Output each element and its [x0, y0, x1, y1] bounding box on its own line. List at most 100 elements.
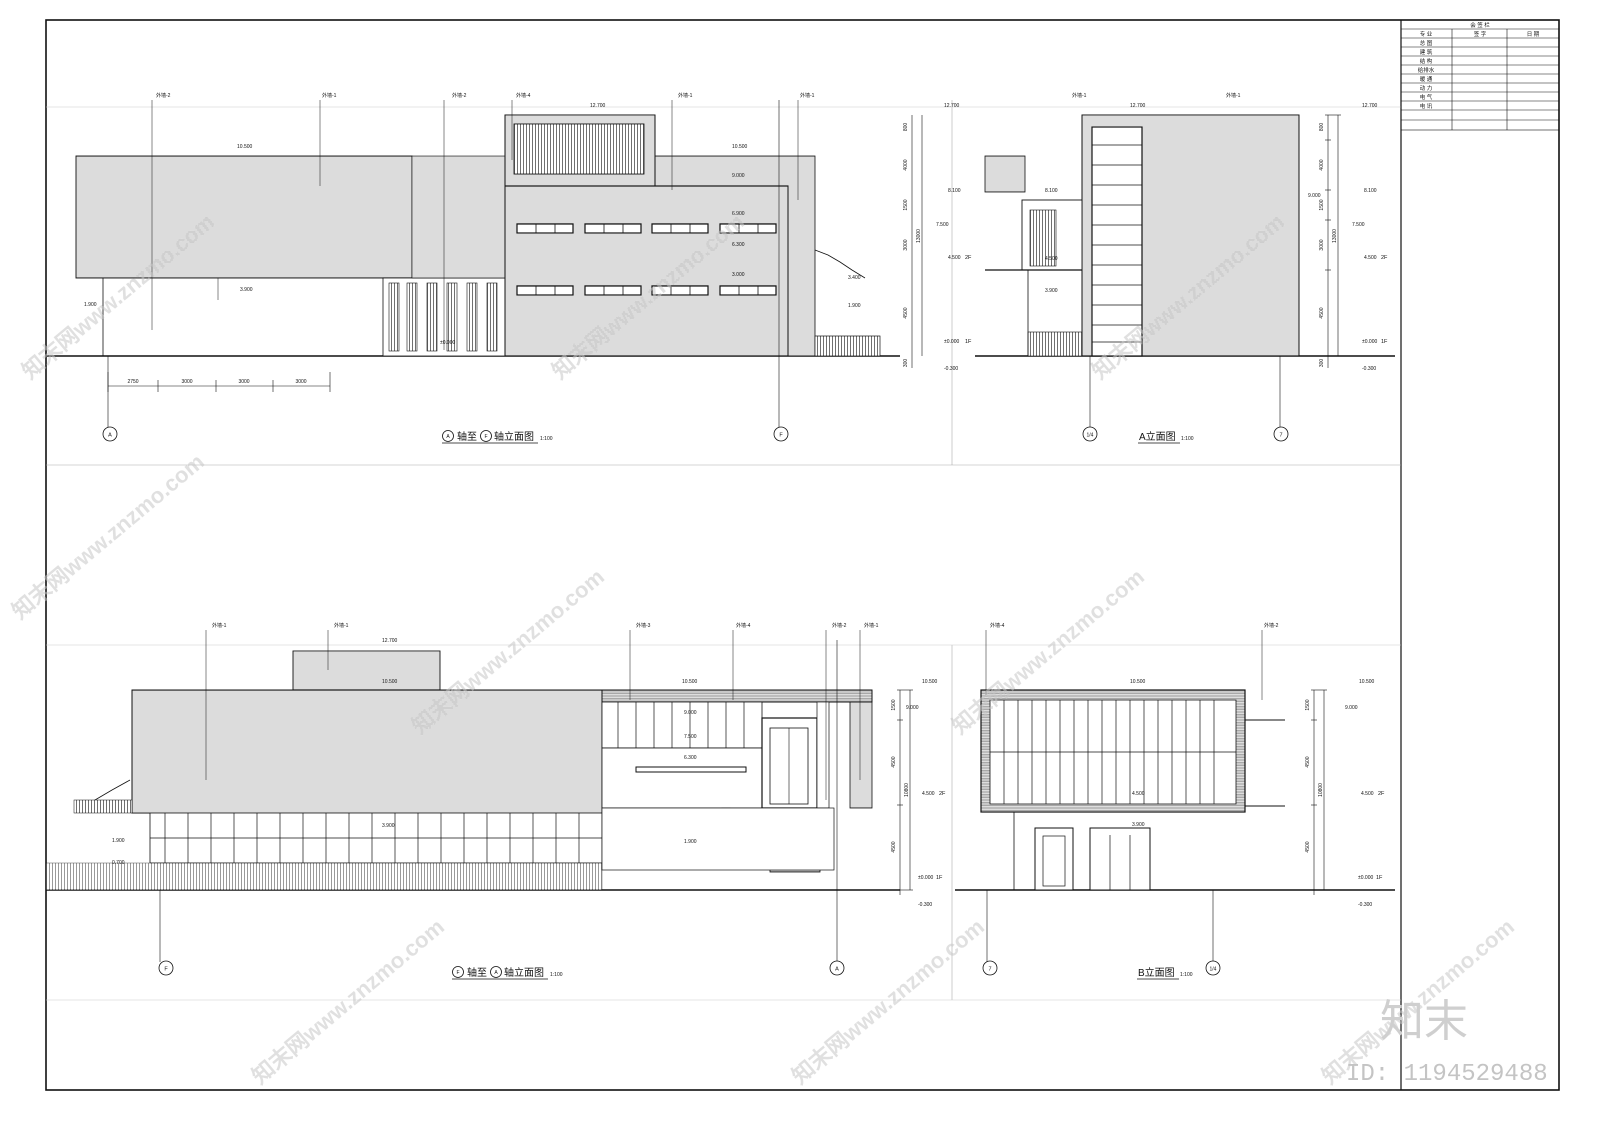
elevation-view-2: 800 4000 1500 3000 4500 13000 300 12.700… [903, 92, 1395, 444]
level-mark: 3.900 [382, 823, 395, 829]
floor-label: 2F [1378, 791, 1385, 797]
dimension-label: 3000 [903, 239, 909, 250]
axis-label: 7 [988, 967, 991, 973]
level-mark: 7.500 [1352, 222, 1365, 228]
level-mark: 12.700 [944, 103, 960, 109]
material-tag: 外墙-1 [334, 622, 349, 629]
axis-label: A [108, 433, 112, 439]
material-tag: 外墙-4 [736, 622, 751, 629]
dimension-label: 300 [903, 359, 909, 368]
wall-cladding-main [131, 689, 603, 814]
view-title: 轴至 [467, 966, 487, 979]
level-mark: 3.900 [1045, 288, 1058, 294]
brand-logo-text: 知末 [1380, 997, 1468, 1046]
axis-bubble [1082, 426, 1098, 442]
dimension-label: 1500 [903, 199, 909, 210]
level-mark: 8.100 [1364, 188, 1377, 194]
entrance-door [1089, 827, 1151, 891]
dimension-label: 10800 [1318, 783, 1324, 797]
floor-label: 2F [939, 791, 946, 797]
level-mark: 3.900 [1132, 822, 1145, 828]
dimension-label: 2750 [127, 379, 138, 385]
dimension-label: 4500 [903, 307, 909, 318]
col-date: 日 期 [1527, 31, 1540, 38]
level-mark: 3.000 [732, 272, 745, 278]
dimension-label: 3000 [1319, 239, 1325, 250]
material-tag: 外墙-1 [678, 92, 693, 99]
material-tag: 外墙-1 [800, 92, 815, 99]
level-mark: 3.400 [848, 275, 861, 281]
dimension-label: 13000 [1332, 229, 1338, 243]
material-tag: 外墙-4 [990, 622, 1005, 629]
level-mark: 4.500 [1364, 255, 1377, 261]
level-mark: 4.500 [922, 791, 935, 797]
watermark-text: 知末网www.znzmo.com [7, 449, 209, 624]
row-label: 结 构 [1420, 57, 1433, 65]
floor-label: 1F [936, 875, 943, 881]
row-label: 暖 通 [1420, 75, 1433, 83]
level-mark: 12.700 [1130, 103, 1146, 109]
view-scale: 1:100 [550, 972, 563, 978]
dimension-label: 4000 [1319, 159, 1325, 170]
level-mark: 0.700 [112, 860, 125, 866]
level-mark: 6.300 [732, 242, 745, 248]
material-tag: 外墙-1 [212, 622, 227, 629]
axis-bubble [102, 426, 118, 442]
row-label: 电 讯 [1420, 102, 1433, 110]
row-label: 总 图 [1420, 39, 1433, 47]
material-tag: 外墙-4 [516, 92, 531, 99]
dimension-label: 1500 [891, 699, 897, 710]
material-tag: 外墙-3 [636, 622, 651, 629]
level-mark: 6.900 [732, 211, 745, 217]
dimension-label: 13000 [916, 229, 922, 243]
window-row [516, 223, 777, 296]
level-mark: 9.000 [906, 705, 919, 711]
material-tag: 外墙-2 [452, 92, 467, 99]
material-tag: 外墙-1 [322, 92, 337, 99]
level-mark: ±0.000 [1362, 339, 1377, 345]
level-mark: ±0.000 [1358, 875, 1373, 881]
dimension-label: 1500 [1305, 699, 1311, 710]
sheet-border [45, 19, 1560, 1091]
view-title-axis: A [494, 970, 498, 976]
floor-label: 1F [1381, 339, 1388, 345]
level-mark: 4.500 [948, 255, 961, 261]
floor-label: 1F [965, 339, 972, 345]
dimension-label: 3000 [238, 379, 249, 385]
axis-label: F [779, 433, 783, 439]
level-mark: 9.000 [1345, 705, 1358, 711]
floor-label: 2F [1381, 255, 1388, 261]
dimension-label: 4500 [891, 756, 897, 767]
level-mark: 9.000 [1308, 193, 1321, 199]
view-title: 轴立面图 [504, 966, 544, 979]
glazing-band [601, 701, 763, 749]
view-title-axis: A [446, 434, 450, 440]
level-mark: 10.500 [1130, 679, 1146, 685]
view-scale: 1:100 [1180, 972, 1193, 978]
level-mark: 10.500 [682, 679, 698, 685]
level-mark: 6.300 [684, 755, 697, 761]
level-mark: 7.500 [936, 222, 949, 228]
stair-ramp [814, 335, 881, 357]
elevation-view-1: 2750 3000 3000 3000 10.500 12.700 10.500… [46, 92, 900, 444]
axis-bubble [158, 960, 174, 976]
row-label: 给排水 [1418, 66, 1435, 74]
level-mark: 12.700 [590, 103, 606, 109]
axis-label: 1/4 [1210, 967, 1217, 973]
dimension-label: 3000 [181, 379, 192, 385]
level-mark: 8.100 [948, 188, 961, 194]
level-mark: 10.500 [382, 679, 398, 685]
view-title-axis: F [484, 434, 487, 440]
level-mark: 9.000 [684, 710, 697, 716]
dimension-label: 4500 [1319, 307, 1325, 318]
material-tag: 外墙-2 [156, 92, 171, 99]
signature-table-header: 会 签 栏 [1470, 21, 1490, 29]
level-mark: ±0.000 [440, 340, 455, 346]
level-mark: 8.100 [1045, 188, 1058, 194]
level-mark: 7.500 [684, 734, 697, 740]
level-mark: 10.500 [1359, 679, 1375, 685]
dimension-label: 4000 [903, 159, 909, 170]
dimension-label: 4500 [1305, 756, 1311, 767]
level-mark: 1.900 [848, 303, 861, 309]
wall-cladding-volume [75, 155, 413, 279]
